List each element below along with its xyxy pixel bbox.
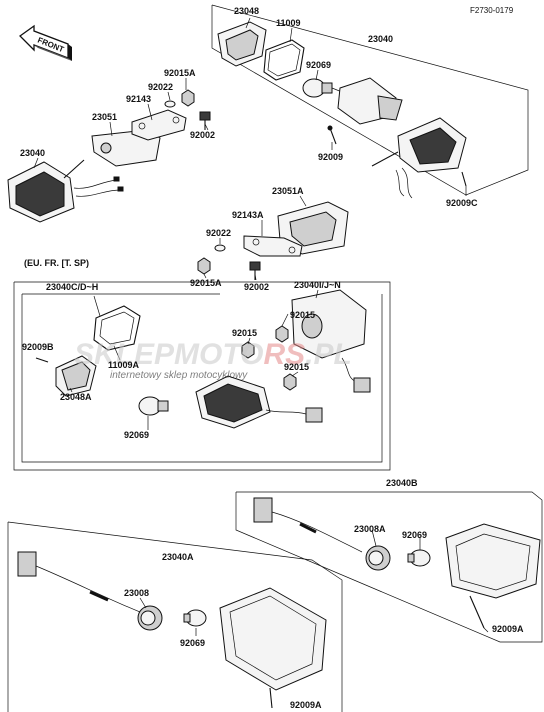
watermark-brand-left: SKLEP bbox=[74, 338, 175, 371]
group-23040B-parts bbox=[253, 497, 541, 629]
gasket bbox=[263, 39, 305, 81]
group-23040A-box bbox=[7, 521, 343, 712]
part-label: 92015 bbox=[284, 362, 309, 372]
part-label: 92009B bbox=[22, 342, 54, 352]
part-label: 23040I/J~N bbox=[294, 280, 341, 290]
part-label: 23008 bbox=[124, 588, 149, 598]
plate-92143 bbox=[131, 109, 187, 141]
eu-rear-housing bbox=[291, 289, 371, 393]
screw-92009 bbox=[327, 125, 337, 145]
part-label: 92022 bbox=[148, 82, 173, 92]
part-label: 92009A bbox=[290, 700, 322, 710]
part-label: 23048 bbox=[234, 6, 259, 16]
part-label: 23008A bbox=[354, 524, 386, 534]
nut-washer-bolt-middle bbox=[197, 244, 261, 280]
bulb-top bbox=[302, 78, 343, 98]
eu-front-housing bbox=[195, 375, 323, 429]
part-label: 23040B bbox=[386, 478, 418, 488]
part-label: 11009A bbox=[108, 360, 140, 370]
leader-lines bbox=[33, 17, 489, 636]
plate-92143A bbox=[243, 235, 303, 257]
part-label: 11009 bbox=[276, 18, 301, 28]
turn-signal-housing-left bbox=[7, 159, 124, 223]
part-label: 23040 bbox=[20, 148, 45, 158]
part-label: 23040C/D~H bbox=[46, 282, 98, 292]
part-label: 92015 bbox=[232, 328, 257, 338]
part-label: 92069 bbox=[124, 430, 149, 440]
watermark-brand-tld: .PL bbox=[305, 338, 352, 371]
part-label: 92009 bbox=[318, 152, 343, 162]
group-23040B-box bbox=[235, 491, 543, 643]
part-label: 92143 bbox=[126, 94, 151, 104]
eu-group-box bbox=[13, 281, 391, 471]
part-label: 92022 bbox=[206, 228, 231, 238]
group-eu-label: (EU. FR. [T. SP) bbox=[24, 258, 89, 268]
part-label: 92015A bbox=[164, 68, 196, 78]
part-label: 92009A bbox=[492, 624, 524, 634]
part-label: 23040A bbox=[162, 552, 194, 562]
front-arrow-icon: FRONT bbox=[18, 24, 72, 61]
turn-signal-housing-right bbox=[337, 77, 467, 199]
watermark-brand-right: RS bbox=[263, 338, 305, 371]
svg-text:SKLEPMOTORS.PL: SKLEPMOTORS.PL bbox=[74, 338, 352, 371]
eu-lens-cover bbox=[55, 355, 97, 397]
part-label: 23051 bbox=[92, 112, 117, 122]
part-label: 23048A bbox=[60, 392, 92, 402]
part-label: 92015 bbox=[290, 310, 315, 320]
watermark-brand-mid: MOTO bbox=[174, 338, 263, 371]
part-label: 23051A bbox=[272, 186, 304, 196]
part-label: 92009C bbox=[446, 198, 478, 208]
part-labels: 23048 11009 23040 92069 92015A 92022 921… bbox=[20, 6, 524, 710]
figure-code: F2730-0179 bbox=[470, 6, 514, 15]
watermark-tagline: internetowy sklep motocyklowy bbox=[110, 370, 248, 381]
top-right-group-box bbox=[211, 4, 529, 196]
part-label: 92002 bbox=[244, 282, 269, 292]
eu-bulb bbox=[138, 396, 169, 416]
group-23040A-parts bbox=[17, 551, 327, 709]
lens-cover bbox=[217, 21, 267, 67]
part-label: 92069 bbox=[306, 60, 331, 70]
part-label: 23040 bbox=[368, 34, 393, 44]
part-label: 92069 bbox=[402, 530, 427, 540]
eu-nuts bbox=[35, 325, 297, 391]
part-label: 92015A bbox=[190, 278, 222, 288]
part-label: 92002 bbox=[190, 130, 215, 140]
part-label: 92069 bbox=[180, 638, 205, 648]
nut-washer-bolt-top bbox=[164, 89, 211, 130]
watermark: SKLEPMOTORS.PL internetowy sklep motocyk… bbox=[74, 338, 352, 381]
part-label: 92143A bbox=[232, 210, 264, 220]
eu-gasket bbox=[93, 305, 141, 351]
